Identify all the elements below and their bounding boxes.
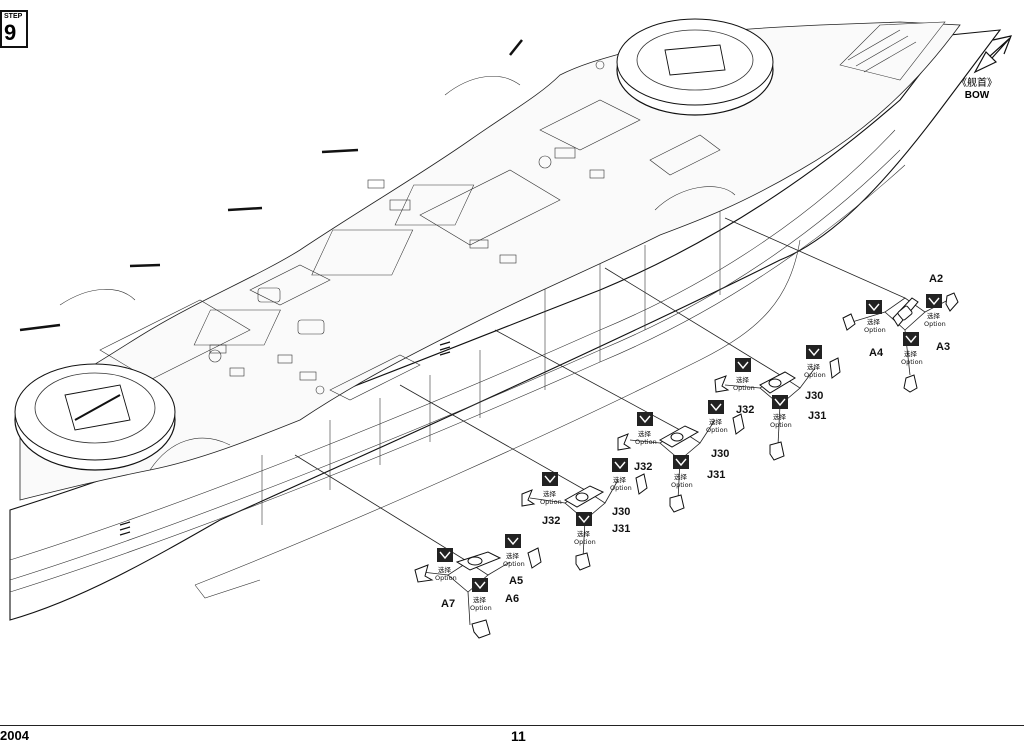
option-icon [505, 534, 521, 548]
option-cn: 选择 [709, 417, 723, 426]
option-en: Option [435, 574, 457, 582]
option-icons [437, 294, 942, 592]
part-drawings [414, 292, 959, 639]
bow-arrow-icon [973, 35, 1012, 74]
option-en: Option [864, 326, 886, 334]
option-cn: 选择 [638, 429, 652, 438]
option-en: Option [540, 498, 562, 506]
option-icon [472, 578, 488, 592]
part-j32 [617, 433, 632, 451]
option-icon [806, 345, 822, 359]
step-badge: STEP 9 [0, 10, 28, 48]
option-cn: 选择 [473, 595, 487, 604]
option-icon [735, 358, 751, 372]
option-en: Option [503, 560, 525, 568]
option-icon [866, 300, 882, 314]
part-label-a4: A4 [869, 347, 884, 359]
option-cn: 选择 [736, 375, 750, 384]
bow-section [839, 21, 946, 81]
option-en: Option [770, 421, 792, 429]
option-icon [903, 332, 919, 346]
part-j31 [575, 552, 591, 571]
option-en: Option [635, 438, 657, 446]
option-icon [708, 400, 724, 414]
option-icon [926, 294, 942, 308]
option-labels: 选择 Option 选择 Option 选择 Option 选择 Option … [435, 311, 946, 612]
step-number: 9 [4, 20, 17, 45]
ship-hull [9, 29, 1002, 621]
part-label-a5: A5 [509, 575, 523, 587]
option-cn: 选择 [438, 565, 452, 574]
footer-divider [0, 725, 1024, 726]
part-a3 [903, 374, 918, 393]
part-label-j32: J32 [736, 404, 754, 416]
part-label-j30: J30 [805, 390, 823, 402]
part-label-j30: J30 [711, 448, 729, 460]
option-en: Option [901, 358, 923, 366]
option-cn: 选择 [613, 475, 627, 484]
page-number: 11 [511, 728, 526, 744]
main-deck [19, 21, 961, 501]
option-en: Option [470, 604, 492, 612]
part-j31 [669, 494, 685, 513]
part-label-j32: J32 [542, 515, 560, 527]
part-a7 [414, 564, 434, 583]
part-a4 [842, 313, 856, 331]
part-a6 [471, 619, 491, 639]
part-label-j31: J31 [707, 469, 725, 481]
option-cn: 选择 [543, 489, 557, 498]
kit-number: 2004 [0, 728, 29, 743]
option-icon [612, 458, 628, 472]
bow-label-cn: 《舰首》 [957, 78, 997, 89]
part-label-j31: J31 [612, 523, 630, 535]
part-j32 [714, 375, 730, 393]
bow-direction-label: 《舰首》 BOW [957, 78, 997, 102]
option-en: Option [733, 384, 755, 392]
option-cn: 选择 [674, 472, 688, 481]
part-j31 [769, 441, 785, 461]
forward-barbette [616, 18, 774, 116]
part-a2 [945, 292, 959, 312]
option-en: Option [610, 484, 632, 492]
part-j30 [635, 473, 648, 495]
part-j30 [829, 357, 841, 379]
part-label-a2: A2 [929, 273, 943, 285]
part-label-a7: A7 [441, 598, 455, 610]
option-icon [542, 472, 558, 486]
part-label-j31: J31 [808, 410, 826, 422]
option-cn: 选择 [577, 529, 591, 538]
part-j30 [732, 413, 745, 435]
part-labels: A2 A3 A4 A5 A6 A7 J30 J30 J30 J31 J31 J3… [441, 273, 950, 610]
bow-label-en: BOW [964, 90, 990, 101]
step-label: STEP [4, 13, 23, 20]
option-cn: 选择 [773, 412, 787, 421]
part-label-a6: A6 [505, 593, 519, 605]
option-en: Option [924, 320, 946, 328]
option-cn: 选择 [927, 311, 941, 320]
option-en: Option [574, 538, 596, 546]
option-cn: 选择 [506, 551, 520, 560]
option-icon [673, 455, 689, 469]
aft-barbette [14, 363, 176, 471]
part-a5 [527, 547, 542, 569]
part-label-a3: A3 [936, 341, 950, 353]
option-icon [637, 412, 653, 426]
option-icon [576, 512, 592, 526]
option-icon [772, 395, 788, 409]
option-icon [437, 548, 453, 562]
option-en: Option [804, 371, 826, 379]
option-cn: 选择 [867, 317, 881, 326]
part-label-j32: J32 [634, 461, 652, 473]
part-label-j30: J30 [612, 506, 630, 518]
option-en: Option [671, 481, 693, 489]
part-j32 [521, 489, 536, 507]
option-cn: 选择 [904, 349, 918, 358]
option-en: Option [706, 426, 728, 434]
option-cn: 选择 [807, 362, 821, 371]
